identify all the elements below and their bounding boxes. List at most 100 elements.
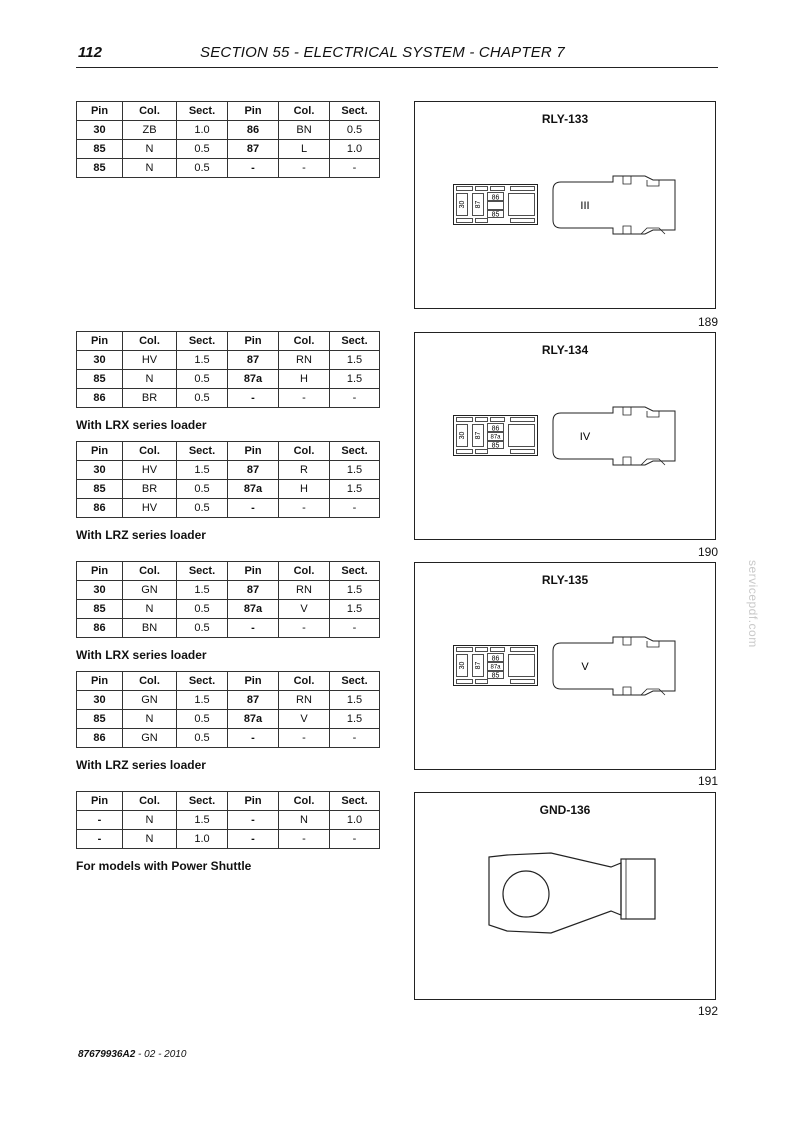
footer-code: 87679936A2 bbox=[78, 1049, 136, 1060]
table-cell: 30 bbox=[76, 350, 123, 370]
pin-label: 87a bbox=[490, 665, 501, 671]
column-header: Col. bbox=[122, 441, 177, 461]
figure-number: 190 bbox=[698, 545, 719, 559]
table-cell: GN bbox=[122, 690, 177, 710]
table-cell: - bbox=[227, 829, 279, 849]
table-cell: HV bbox=[122, 460, 177, 480]
figure-rly-134: RLY-134 30 87 86 87a 85 IV bbox=[414, 332, 716, 540]
table-cell: N bbox=[122, 810, 177, 830]
column-header: Pin bbox=[76, 791, 123, 811]
table-cell: 0.5 bbox=[176, 158, 228, 178]
table-cell: 1.5 bbox=[329, 460, 380, 480]
page-number: 112 bbox=[78, 44, 102, 61]
column-header: Col. bbox=[278, 101, 330, 121]
pin-label: 30 bbox=[459, 432, 466, 440]
table-cell: 0.5 bbox=[176, 618, 228, 638]
header-rule bbox=[76, 67, 718, 68]
column-header: Pin bbox=[76, 561, 123, 581]
table-cell: 30 bbox=[76, 460, 123, 480]
column-header: Sect. bbox=[176, 331, 228, 351]
table-cell: 0.5 bbox=[176, 479, 228, 499]
table-cell: 85 bbox=[76, 369, 123, 389]
figure-rly-133: RLY-133 30 87 86 85 III bbox=[414, 101, 716, 309]
figure-title: GND-136 bbox=[539, 803, 591, 817]
figure-gnd-136: GND-136 bbox=[414, 792, 716, 1000]
table-cell: 30 bbox=[76, 690, 123, 710]
table-cell: 0.5 bbox=[176, 369, 228, 389]
table-cell: 85 bbox=[76, 709, 123, 729]
table-cell: 87 bbox=[227, 580, 279, 600]
pin-label: 85 bbox=[492, 442, 500, 449]
table-cell: BN bbox=[278, 120, 330, 140]
column-header: Pin bbox=[227, 441, 279, 461]
table-cell: - bbox=[76, 810, 123, 830]
column-header: Sect. bbox=[329, 101, 380, 121]
table-cell: 1.5 bbox=[329, 369, 380, 389]
table-cell: 1.0 bbox=[329, 810, 380, 830]
table-cell: - bbox=[329, 829, 380, 849]
table-cell: 1.0 bbox=[329, 139, 380, 159]
table-cell: 0.5 bbox=[176, 139, 228, 159]
table-cell: 1.5 bbox=[176, 350, 228, 370]
column-header: Col. bbox=[122, 561, 177, 581]
table-cell: 85 bbox=[76, 599, 123, 619]
watermark-right: servicepdf.com bbox=[746, 560, 760, 648]
column-header: Col. bbox=[122, 101, 177, 121]
caption-lrz-series-loader: With LRZ series loader bbox=[76, 528, 206, 542]
table-cell: R bbox=[278, 460, 330, 480]
table-cell: 0.5 bbox=[176, 709, 228, 729]
table-cell: 0.5 bbox=[176, 728, 228, 748]
figure-number: 189 bbox=[698, 315, 719, 329]
table-cell: H bbox=[278, 479, 330, 499]
table-cell: 1.0 bbox=[176, 120, 228, 140]
column-header: Sect. bbox=[329, 671, 380, 691]
column-header: Col. bbox=[122, 331, 177, 351]
table-cell: ZB bbox=[122, 120, 177, 140]
table-cell: 86 bbox=[76, 498, 123, 518]
caption-power-shuttle: For models with Power Shuttle bbox=[76, 859, 252, 873]
column-header: Col. bbox=[278, 561, 330, 581]
column-header: Col. bbox=[122, 791, 177, 811]
column-header: Col. bbox=[122, 671, 177, 691]
table-cell: HV bbox=[122, 350, 177, 370]
column-header: Col. bbox=[278, 671, 330, 691]
table-cell: - bbox=[278, 388, 330, 408]
pin-label: 86 bbox=[492, 194, 500, 201]
table-cell: - bbox=[278, 829, 330, 849]
pin-label: 87 bbox=[475, 432, 482, 440]
table-cell: 1.5 bbox=[329, 350, 380, 370]
table-cell: - bbox=[278, 728, 330, 748]
column-header: Pin bbox=[76, 101, 123, 121]
table-cell: HV bbox=[122, 498, 177, 518]
column-header: Pin bbox=[227, 561, 279, 581]
table-cell: L bbox=[278, 139, 330, 159]
table-cell: - bbox=[278, 618, 330, 638]
table-cell: - bbox=[227, 388, 279, 408]
column-header: Sect. bbox=[176, 441, 228, 461]
column-header: Pin bbox=[227, 331, 279, 351]
table-cell: 86 bbox=[76, 728, 123, 748]
table-cell: BR bbox=[122, 388, 177, 408]
roman-numeral: III bbox=[580, 200, 589, 212]
table-cell: 87a bbox=[227, 369, 279, 389]
table-cell: 1.5 bbox=[329, 690, 380, 710]
table-cell: GN bbox=[122, 580, 177, 600]
table-cell: 87a bbox=[227, 709, 279, 729]
column-header: Pin bbox=[227, 791, 279, 811]
pin-label: 86 bbox=[492, 655, 500, 662]
table-cell: - bbox=[227, 158, 279, 178]
table-cell: 87a bbox=[227, 479, 279, 499]
table-cell: - bbox=[227, 498, 279, 518]
